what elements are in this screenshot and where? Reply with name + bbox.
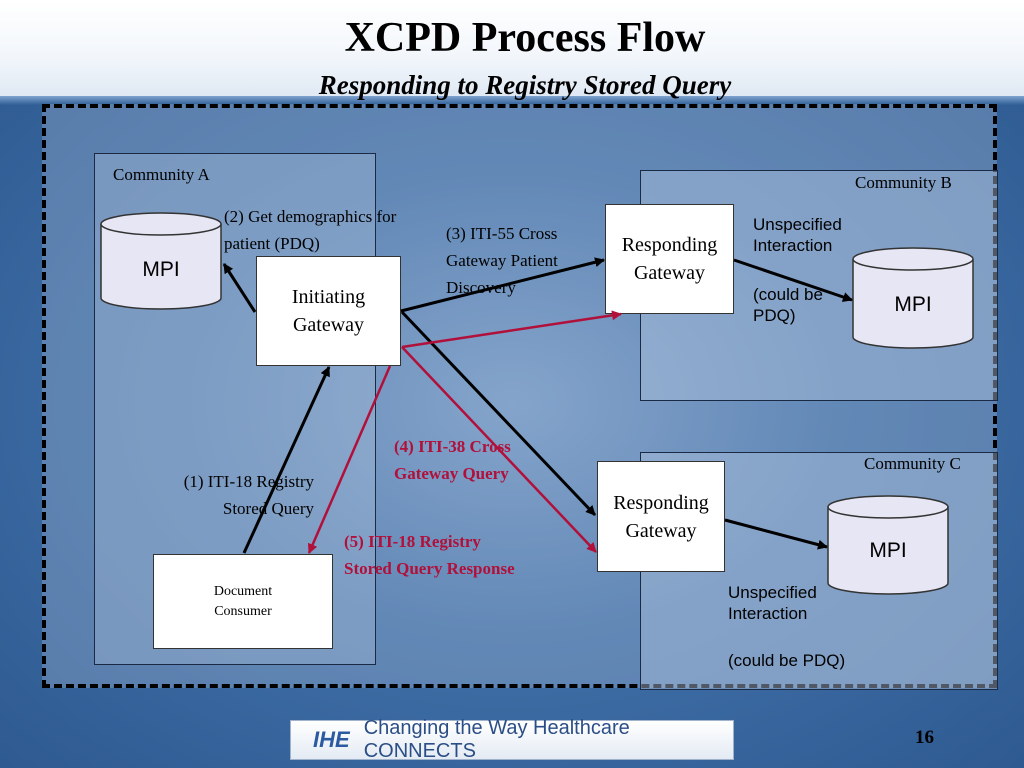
ihe-tagline: Changing the Way Healthcare CONNECTS [363, 717, 630, 762]
step4-label: (4) ITI-38 Cross Gateway Query [394, 437, 511, 483]
page-number: 16 [915, 727, 934, 748]
arrow-step5 [307, 365, 392, 554]
mpi-b-database: MPI [852, 247, 974, 349]
arrow-step2 [222, 263, 257, 313]
mpi-b-label: MPI [894, 293, 932, 316]
ihe-logo-banner: IHE Changing the Way Healthcare CONNECTS [290, 717, 734, 762]
title-banner [0, 0, 1024, 105]
mpi-c-label: MPI [869, 539, 907, 562]
initiating-gateway-box: Initiating Gateway [256, 256, 401, 366]
slide-subtitle: Responding to Registry Stored Query [318, 70, 732, 100]
unspecified-b-note: Unspecified Interaction [753, 215, 842, 255]
unspecified-c-note: Unspecified Interaction [728, 583, 817, 623]
community-c-label: Community C [864, 454, 961, 473]
mpi-a-label: MPI [142, 258, 180, 281]
responding-gateway-c-box: Responding Gateway [597, 461, 725, 572]
responding-gateway-b-label: Responding Gateway [621, 234, 718, 284]
unspecified-c-pdq: (could be PDQ) [728, 651, 846, 670]
arrow-step3 [400, 257, 605, 313]
community-b-label: Community B [855, 173, 952, 192]
responding-gateway-c-label: Responding Gateway [613, 491, 709, 542]
step3-label: (3) ITI-55 Cross Gateway Patient Discove… [446, 224, 558, 297]
mpi-a-database: MPI [100, 212, 222, 310]
step5-label: (5) ITI-18 Registry Stored Query Respons… [344, 532, 515, 578]
unspecified-b-pdq: (could be PDQ) [753, 285, 823, 325]
arrow-c-mpi [724, 518, 828, 550]
slide-title: XCPD Process Flow [344, 15, 706, 61]
initiating-gateway-label: Initiating Gateway [291, 286, 366, 336]
mpi-c-database: MPI [827, 495, 949, 595]
arrow-step1 [242, 366, 331, 554]
step2-label: (2) Get demographics for patient (PDQ) [224, 207, 397, 253]
document-consumer-box: Document Consumer [153, 554, 333, 649]
arrow-b-mpi [733, 258, 853, 302]
database-icon [852, 247, 974, 349]
arrow-step4-b [401, 310, 622, 349]
arrow-gateway-c-query [400, 310, 597, 517]
community-a-label: Community A [113, 165, 210, 184]
responding-gateway-b-box: Responding Gateway [605, 204, 734, 314]
ihe-logo-mark: IHE [313, 727, 350, 752]
step1-label: (1) ITI-18 Registry Stored Query [183, 472, 314, 518]
database-icon [827, 495, 949, 595]
database-icon [100, 212, 222, 310]
arrow-step4-c [401, 346, 597, 553]
document-consumer-label: Document Consumer [213, 583, 273, 619]
